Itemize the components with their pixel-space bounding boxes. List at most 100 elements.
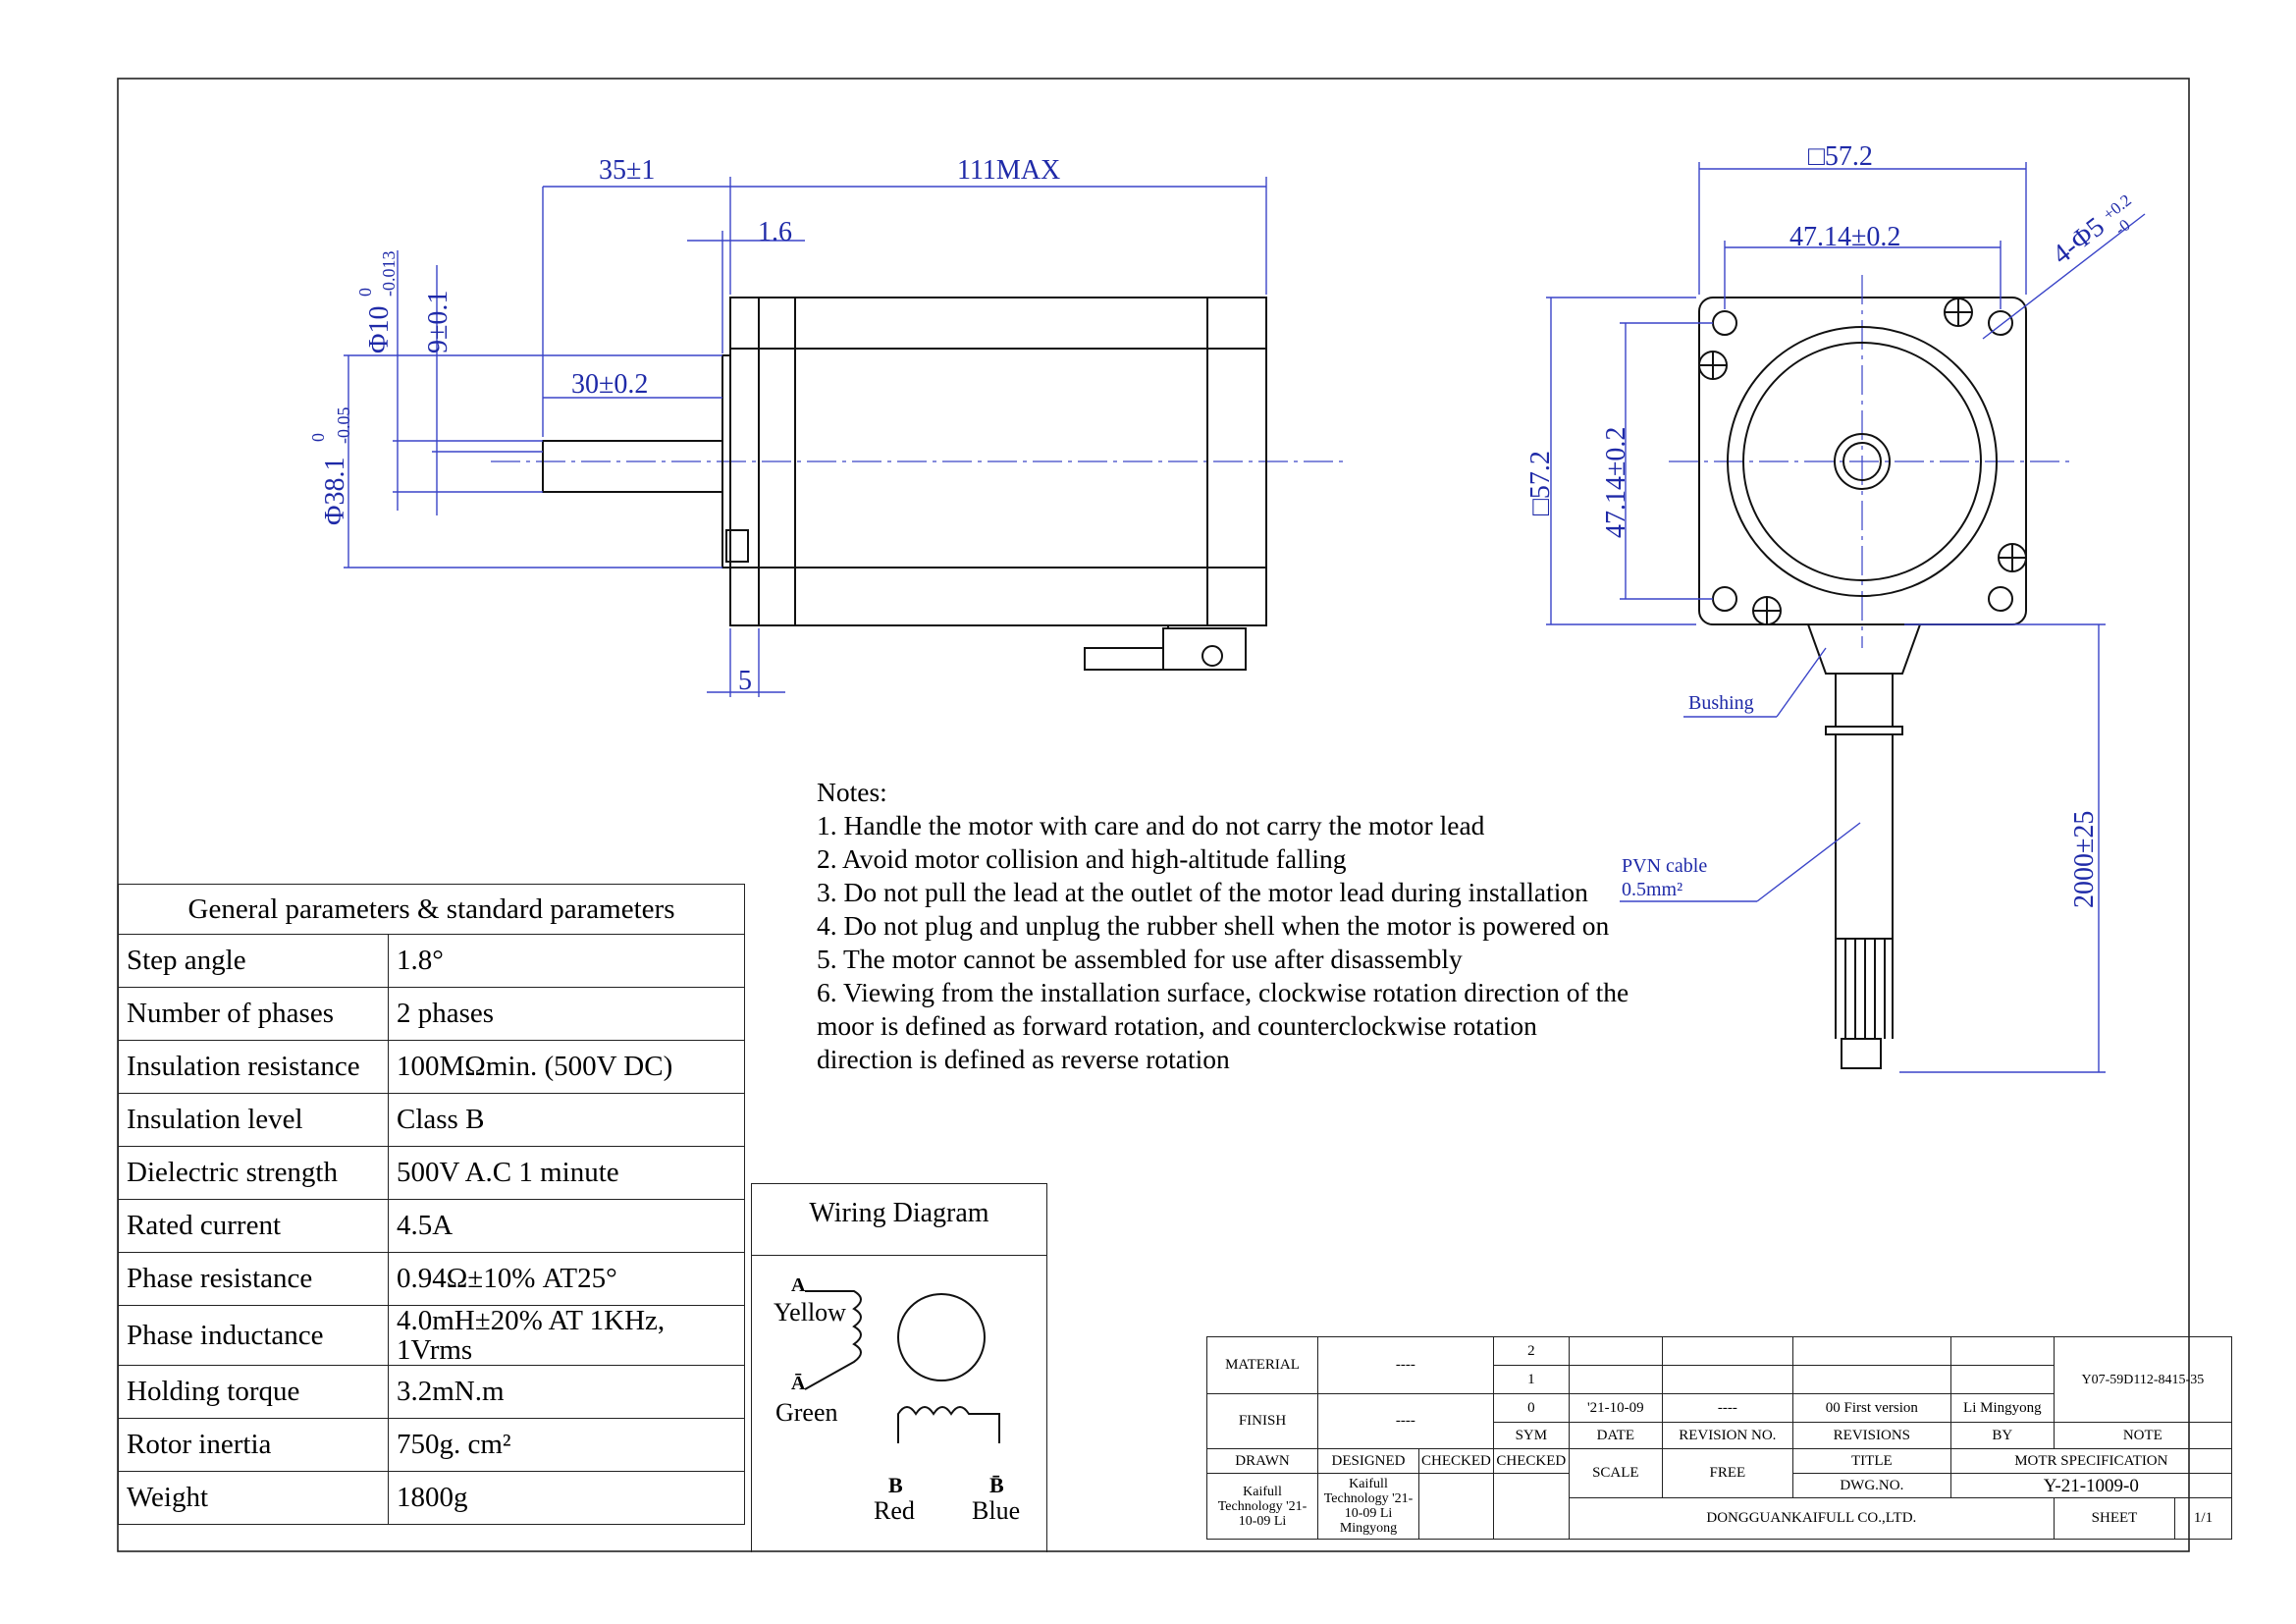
tb-checked-2: CHECKED [1492, 1448, 1570, 1474]
dim-shaft-ext: 35±1 [599, 155, 655, 186]
tb-dwgno-val: Y-21-1009-0 [1949, 1473, 2232, 1498]
tb-scale: SCALE [1568, 1448, 1663, 1498]
tb-material-val: ---- [1317, 1336, 1494, 1394]
wire-a-bar-label: Ā [791, 1373, 806, 1394]
note-item: 5. The motor cannot be assembled for use… [817, 944, 1463, 974]
param-key: Weight [118, 1471, 389, 1525]
tb-material: MATERIAL [1206, 1336, 1318, 1394]
title-block: MATERIAL ---- 2 Y07-59D112-8415-35 1 FIN… [1206, 1336, 2232, 1540]
param-value: 1.8° [388, 934, 745, 988]
dim-shaft-dia: Φ10 [364, 306, 395, 353]
wire-blue-label: Blue [972, 1496, 1021, 1525]
note-item: 2. Avoid motor collision and high-altitu… [817, 843, 1347, 874]
param-value: 3.2mN.m [388, 1365, 745, 1419]
tb-sym: SYM [1492, 1422, 1570, 1449]
dim-shaft-flat: 30±0.2 [571, 369, 648, 400]
param-key: Rotor inertia [118, 1418, 389, 1472]
note-item: 6. Viewing from the installation surface… [817, 977, 1629, 1074]
dim-boss-tol-lower: -0.05 [334, 407, 353, 445]
wire-green-label: Green [775, 1398, 838, 1427]
dim-shaft-tol-lower: -0.013 [379, 251, 399, 298]
dim-boss-tol-upper: 0 [308, 433, 328, 442]
tb-note: NOTE [2053, 1422, 2232, 1449]
tb-rev0-desc: 00 First version [1791, 1393, 1951, 1423]
tb-rev0-date: '21-10-09 [1568, 1393, 1663, 1423]
dim-flange-thk: 5 [738, 666, 752, 696]
tb-drawn: DRAWN [1206, 1448, 1318, 1474]
dim-shaft-tol-upper: 0 [355, 288, 375, 297]
tb-sheet: SHEET [2053, 1497, 2176, 1540]
tb-company: DONGGUANKAIFULL CO.,LTD. [1568, 1497, 2055, 1540]
parameters-table: General parameters & standard parameters… [118, 884, 745, 1525]
label-cable: PVN cable [1622, 855, 1707, 877]
label-cable-size: 0.5mm² [1622, 879, 1682, 900]
sheet-border [117, 78, 2190, 1552]
notes-title: Notes: [817, 777, 887, 807]
tb-sheet-val: 1/1 [2174, 1497, 2232, 1540]
dim-flat: 9±0.1 [423, 291, 454, 353]
param-value: 100MΩmin. (500V DC) [388, 1040, 745, 1094]
dim-boss-dia: Φ38.1 [320, 458, 350, 525]
tb-designed: DESIGNED [1317, 1448, 1419, 1474]
tb-title-label: TITLE [1791, 1448, 1951, 1474]
dim-lead-len: 2000±25 [2069, 811, 2100, 908]
param-value: 1800g [388, 1471, 745, 1525]
param-key: Dielectric strength [118, 1146, 389, 1200]
notes-block: Notes: 1. Handle the motor with care and… [817, 776, 1631, 1076]
side-view: 35±1 111MAX 1.6 30±0.2 Φ38.1 0 -0.05 Φ10… [308, 155, 1345, 697]
param-key: Phase resistance [118, 1252, 389, 1306]
wiring-diagram: Wiring Diagram [751, 1183, 1047, 1552]
wire-b-bar-label: B̄ [989, 1473, 1004, 1497]
param-value: 2 phases [388, 987, 745, 1041]
dim-body-length: 111MAX [957, 155, 1060, 186]
tb-drawn-val: Kaifull Technology '21-10-09 Li [1206, 1473, 1318, 1540]
wire-red-label: Red [874, 1496, 915, 1525]
tb-finish: FINISH [1206, 1393, 1318, 1449]
param-key: Insulation resistance [118, 1040, 389, 1094]
tb-rev0-no: ---- [1661, 1393, 1793, 1423]
tb-date: DATE [1568, 1422, 1663, 1449]
param-value: 500V A.C 1 minute [388, 1146, 745, 1200]
tb-part-code: Y07-59D112-8415-35 [2053, 1336, 2232, 1423]
dim-flange-step: 1.6 [758, 217, 792, 247]
tb-scale-val: FREE [1661, 1448, 1793, 1498]
param-value: 4.5A [388, 1199, 745, 1253]
dim-square-left: □57.2 [1525, 451, 1556, 515]
wiring-title: Wiring Diagram [752, 1184, 1046, 1256]
label-bushing: Bushing [1688, 692, 1754, 714]
dim-hole-pitch-left: 47.14±0.2 [1601, 427, 1631, 538]
note-item: 4. Do not plug and unplug the rubber she… [817, 910, 1610, 941]
wire-b-label: B [888, 1473, 903, 1497]
tb-by: BY [1949, 1422, 2055, 1449]
tb-finish-val: ---- [1317, 1393, 1494, 1449]
param-value: 0.94Ω±10% AT25° [388, 1252, 745, 1306]
dim-hole-pitch-top: 47.14±0.2 [1789, 222, 1900, 252]
param-key: Step angle [118, 934, 389, 988]
param-key: Insulation level [118, 1093, 389, 1147]
tb-rev1: 1 [1492, 1365, 1570, 1394]
param-key: Number of phases [118, 987, 389, 1041]
tb-title-val: MOTR SPECIFICATION [1949, 1448, 2232, 1474]
note-item: 3. Do not pull the lead at the outlet of… [817, 877, 1588, 907]
tb-dwgno-label: DWG.NO. [1791, 1473, 1951, 1498]
dim-holes: 4-Φ5 [2047, 212, 2110, 271]
tb-designed-val: Kaifull Technology '21-10-09 Li Mingyong [1317, 1473, 1419, 1540]
tb-rev0: 0 [1492, 1393, 1570, 1423]
param-value: 750g. cm² [388, 1418, 745, 1472]
note-item: 1. Handle the motor with care and do not… [817, 810, 1485, 840]
tb-revision-no: REVISION NO. [1661, 1422, 1793, 1449]
wire-yellow-label: Yellow [774, 1298, 846, 1326]
params-title: General parameters & standard parameters [118, 884, 745, 935]
